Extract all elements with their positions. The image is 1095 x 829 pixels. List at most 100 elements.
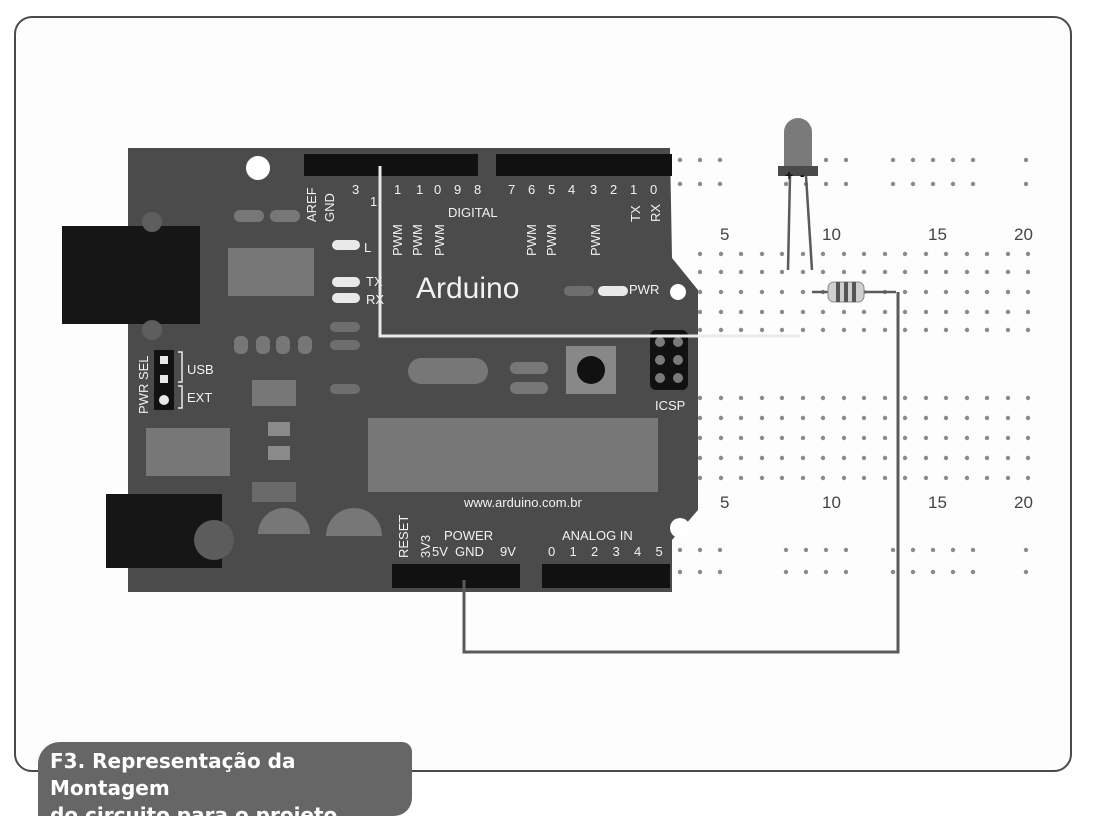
- breadboard-hole: [697, 455, 703, 461]
- breadboard-hole: [800, 269, 806, 275]
- digital-pin-label: 1: [370, 194, 377, 209]
- digital-pin-label: 3: [590, 182, 597, 197]
- breadboard-hole: [820, 251, 826, 257]
- breadboard-hole: [964, 327, 970, 333]
- breadboard-hole: [890, 547, 896, 553]
- pwm-label: PWM: [524, 224, 539, 256]
- reset-label: RESET: [396, 515, 411, 558]
- led-l-label: L: [364, 240, 371, 255]
- breadboard-hole: [1025, 475, 1031, 481]
- mounting-hole: [670, 284, 686, 300]
- breadboard-hole: [1005, 269, 1011, 275]
- digital-pin-label: 5: [548, 182, 555, 197]
- breadboard-hole: [1025, 395, 1031, 401]
- breadboard-hole: [697, 475, 703, 481]
- analog-pin-label: 2: [591, 544, 598, 559]
- breadboard-hole: [759, 309, 765, 315]
- breadboard-hole: [890, 569, 896, 575]
- breadboard-hole: [930, 569, 936, 575]
- breadboard-hole: [697, 157, 703, 163]
- breadboard-hole: [964, 435, 970, 441]
- breadboard-hole: [910, 181, 916, 187]
- breadboard-col-5-bottom: 5: [720, 493, 729, 512]
- breadboard-hole: [1005, 289, 1011, 295]
- breadboard-hole: [803, 547, 809, 553]
- digital-pin-label: AREF: [304, 187, 319, 222]
- breadboard-hole: [677, 181, 683, 187]
- led-body: [784, 118, 812, 166]
- breadboard-hole: [1025, 269, 1031, 275]
- breadboard-hole: [964, 475, 970, 481]
- arduino-logo-text: Arduino: [416, 272, 519, 305]
- breadboard-hole: [783, 547, 789, 553]
- breadboard-hole: [902, 269, 908, 275]
- breadboard-hole: [923, 327, 929, 333]
- breadboard-col-10-bottom: 10: [822, 493, 841, 512]
- breadboard-hole: [1025, 289, 1031, 295]
- breadboard-hole: [970, 569, 976, 575]
- breadboard-hole: [779, 251, 785, 257]
- icsp-label: ICSP: [655, 398, 685, 413]
- crystal: [408, 358, 488, 384]
- breadboard-hole: [759, 251, 765, 257]
- breadboard-col-15-bottom: 15: [928, 493, 947, 512]
- breadboard-hole: [1023, 157, 1029, 163]
- breadboard-hole: [861, 309, 867, 315]
- breadboard-hole: [882, 251, 888, 257]
- breadboard-hole: [779, 455, 785, 461]
- breadboard-hole: [964, 455, 970, 461]
- breadboard-hole: [964, 415, 970, 421]
- breadboard-hole: [843, 181, 849, 187]
- breadboard-col-15-top: 15: [928, 225, 947, 244]
- breadboard-hole: [1025, 435, 1031, 441]
- led-rx-label: RX: [366, 292, 384, 307]
- breadboard-hole: [800, 309, 806, 315]
- breadboard-hole: [718, 269, 724, 275]
- breadboard-hole: [943, 475, 949, 481]
- breadboard-hole: [950, 547, 956, 553]
- breadboard-hole: [738, 435, 744, 441]
- breadboard-hole: [984, 475, 990, 481]
- breadboard-hole: [943, 435, 949, 441]
- breadboard-hole: [861, 455, 867, 461]
- digital-pin-label: TX: [628, 205, 643, 222]
- breadboard-hole: [1025, 309, 1031, 315]
- led-minus-label: -: [800, 167, 805, 183]
- breadboard-hole: [1025, 455, 1031, 461]
- breadboard-hole: [1025, 251, 1031, 257]
- breadboard-hole: [902, 455, 908, 461]
- microcontroller-chip: [368, 418, 658, 492]
- digital-pin-label: 6: [528, 182, 535, 197]
- digital-pin-label: 7: [508, 182, 515, 197]
- pin-3v3: 3V3: [418, 535, 433, 558]
- breadboard-hole: [923, 251, 929, 257]
- header-analog: [542, 564, 670, 588]
- breadboard-hole: [984, 395, 990, 401]
- breadboard-hole: [841, 269, 847, 275]
- digital-pin-label: 8: [474, 182, 481, 197]
- header-digital-low: [496, 154, 672, 176]
- breadboard-hole: [759, 455, 765, 461]
- regulator: [146, 428, 230, 476]
- breadboard-hole: [882, 455, 888, 461]
- breadboard-hole: [902, 415, 908, 421]
- digital-pin-label: RX: [648, 204, 663, 222]
- breadboard-hole: [738, 327, 744, 333]
- breadboard-hole: [823, 547, 829, 553]
- breadboard-hole: [950, 569, 956, 575]
- breadboard-hole: [718, 435, 724, 441]
- breadboard-hole: [779, 435, 785, 441]
- website-text: www.arduino.com.br: [463, 495, 582, 510]
- breadboard-hole: [841, 309, 847, 315]
- breadboard-hole: [950, 157, 956, 163]
- breadboard-col-5-top: 5: [720, 225, 729, 244]
- header-digital-high: [304, 154, 478, 176]
- breadboard-hole: [779, 309, 785, 315]
- breadboard-hole: [820, 415, 826, 421]
- breadboard-hole: [1025, 415, 1031, 421]
- breadboard-hole: [717, 157, 723, 163]
- breadboard-hole: [779, 327, 785, 333]
- breadboard-hole: [718, 455, 724, 461]
